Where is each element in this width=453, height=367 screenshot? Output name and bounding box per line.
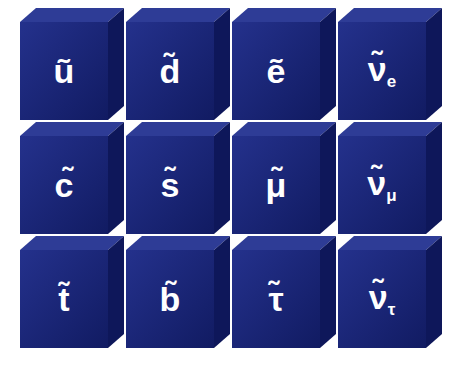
- cube-front: [126, 22, 214, 120]
- particle-label: ν̃e: [368, 52, 396, 90]
- cube-front: [20, 250, 108, 348]
- particle-label: ẽ: [267, 54, 286, 88]
- cube-side: [426, 122, 442, 234]
- cube-front: [338, 250, 426, 348]
- cube-front: [232, 22, 320, 120]
- particle-label: ν̃τ: [369, 280, 396, 318]
- cube-top: [126, 236, 230, 250]
- cube-block: s̃: [126, 136, 214, 234]
- cube-block: t̃: [20, 250, 108, 348]
- cube-top: [232, 122, 336, 136]
- cube-front: [338, 22, 426, 120]
- cube-block: d̃: [126, 22, 214, 120]
- cube-block: c̃: [20, 136, 108, 234]
- cube-top: [232, 236, 336, 250]
- cube-top: [338, 122, 442, 136]
- cube-side: [320, 8, 336, 120]
- cube-top: [126, 8, 230, 22]
- particle-label: τ̃: [268, 282, 283, 316]
- cube-side: [214, 8, 230, 120]
- cube-block: ν̃μ: [338, 136, 426, 234]
- cube-front: [338, 136, 426, 234]
- cube-front: [20, 136, 108, 234]
- particle-label: t̃: [58, 282, 69, 316]
- cube-front: [232, 136, 320, 234]
- cube-top: [338, 236, 442, 250]
- cube-side: [214, 236, 230, 348]
- cube-side: [108, 122, 124, 234]
- cube-top: [338, 8, 442, 22]
- cube-shape: [230, 232, 338, 348]
- cube-side: [426, 236, 442, 348]
- cube-block: μ̃: [232, 136, 320, 234]
- cube-top: [20, 236, 124, 250]
- cube-side: [320, 122, 336, 234]
- cube-front: [126, 136, 214, 234]
- cube-top: [20, 122, 124, 136]
- particle-label: c̃: [55, 168, 74, 202]
- cube-side: [108, 236, 124, 348]
- cube-block: ũ: [20, 22, 108, 120]
- cube-shape: [336, 232, 444, 348]
- particle-label: μ̃: [266, 168, 287, 202]
- cube-block: b̃: [126, 250, 214, 348]
- cube-side: [214, 122, 230, 234]
- particle-label: b̃: [160, 282, 181, 316]
- particle-label: d̃: [160, 54, 181, 88]
- cube-block: ν̃e: [338, 22, 426, 120]
- cube-side: [320, 236, 336, 348]
- cube-top: [232, 8, 336, 22]
- cube-shape: [336, 4, 444, 120]
- cube-top: [126, 122, 230, 136]
- cube-front: [232, 250, 320, 348]
- particle-label: ũ: [54, 54, 75, 88]
- cube-side: [426, 8, 442, 120]
- cube-top: [20, 8, 124, 22]
- cube-shape: [336, 118, 444, 234]
- cube-shape: [18, 232, 126, 348]
- cube-front: [20, 22, 108, 120]
- cube-side: [108, 8, 124, 120]
- cube-block: ẽ: [232, 22, 320, 120]
- cube-front: [126, 250, 214, 348]
- particle-label: ν̃μ: [367, 166, 396, 204]
- cube-block: ν̃τ: [338, 250, 426, 348]
- particle-label: s̃: [161, 168, 180, 202]
- cube-block: τ̃: [232, 250, 320, 348]
